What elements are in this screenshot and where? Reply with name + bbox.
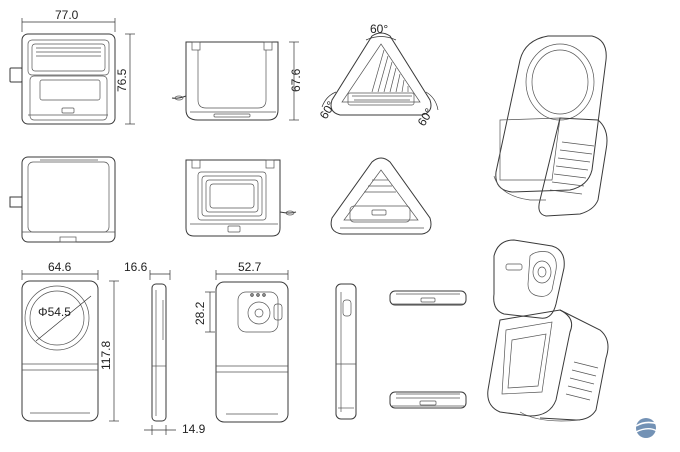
- side-view-button: [335, 283, 357, 420]
- dim-phone-height: 117.8: [99, 341, 113, 370]
- dim-angle-left: 60°: [317, 99, 339, 122]
- dim-circle-diameter: Φ54.5: [38, 305, 71, 319]
- brand-logo-icon: [635, 418, 659, 438]
- dim-phone-width: 64.6: [48, 260, 72, 274]
- dim-angle-right: 60°: [415, 106, 437, 129]
- perspective-phone-circle: [493, 35, 608, 217]
- front-view-folded: [185, 159, 297, 237]
- front-view: [171, 41, 299, 121]
- dim-back-width: 52.7: [238, 260, 262, 274]
- side-view-thin: [144, 270, 176, 435]
- dim-side-bottom: 14.9: [182, 422, 206, 436]
- dim-camera-offset: 28.2: [193, 301, 207, 325]
- dim-top-width: 77.0: [55, 8, 79, 22]
- phone-back-circle-view: [21, 270, 119, 422]
- triangle-side-view: [321, 32, 439, 116]
- triangle-side-view-small: [330, 157, 432, 235]
- top-edge-view: [389, 290, 467, 306]
- back-view-camera: [205, 270, 289, 423]
- bottom-edge-view: [389, 391, 467, 409]
- top-view-folded: [9, 18, 135, 125]
- dim-top-height: 76.5: [115, 68, 129, 92]
- top-view-pad: [9, 156, 116, 243]
- dim-front-height: 67.6: [289, 68, 303, 92]
- perspective-phone-camera: [487, 239, 609, 422]
- dim-angle-top: 60°: [370, 22, 388, 36]
- dim-side-depth: 16.6: [124, 260, 148, 274]
